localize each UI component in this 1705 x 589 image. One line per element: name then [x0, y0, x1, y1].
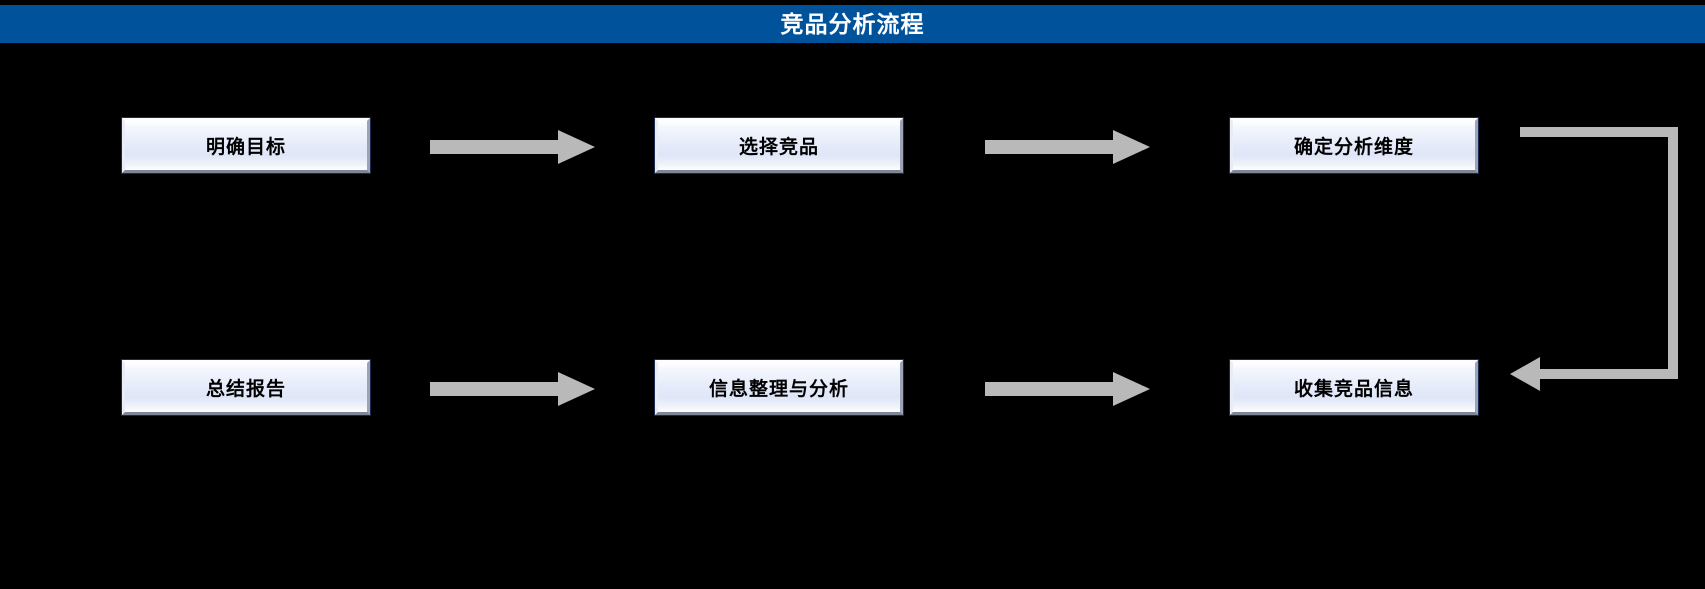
process-box-step-4[interactable]: 收集竞品信息 — [1230, 360, 1478, 415]
process-box-label: 总结报告 — [205, 379, 286, 400]
process-box-step-6[interactable]: 总结报告 — [122, 360, 370, 415]
flowchart-canvas: 明确目标 选择竞品 确定分析维度 总结报告 信息整理与分析 收集竞品信息 — [0, 43, 1705, 589]
process-box-step-3[interactable]: 确定分析维度 — [1230, 118, 1478, 173]
process-box-step-2[interactable]: 选择竞品 — [655, 118, 903, 173]
process-box-step-1[interactable]: 明确目标 — [122, 118, 370, 173]
return-connector-elbow — [1510, 127, 1690, 397]
process-box-label: 明确目标 — [205, 137, 286, 158]
process-box-label: 信息整理与分析 — [708, 379, 849, 400]
process-box-label: 确定分析维度 — [1293, 137, 1414, 158]
flow-arrow-bottom-2 — [985, 372, 1150, 406]
flow-arrow-top-1 — [430, 130, 595, 164]
flow-arrow-top-2 — [985, 130, 1150, 164]
process-box-label: 收集竞品信息 — [1293, 379, 1414, 400]
page-title-bar: 竞品分析流程 — [0, 5, 1705, 43]
process-box-step-5[interactable]: 信息整理与分析 — [655, 360, 903, 415]
process-box-label: 选择竞品 — [738, 137, 819, 158]
flow-arrow-bottom-1 — [430, 372, 595, 406]
page-title: 竞品分析流程 — [780, 11, 925, 37]
